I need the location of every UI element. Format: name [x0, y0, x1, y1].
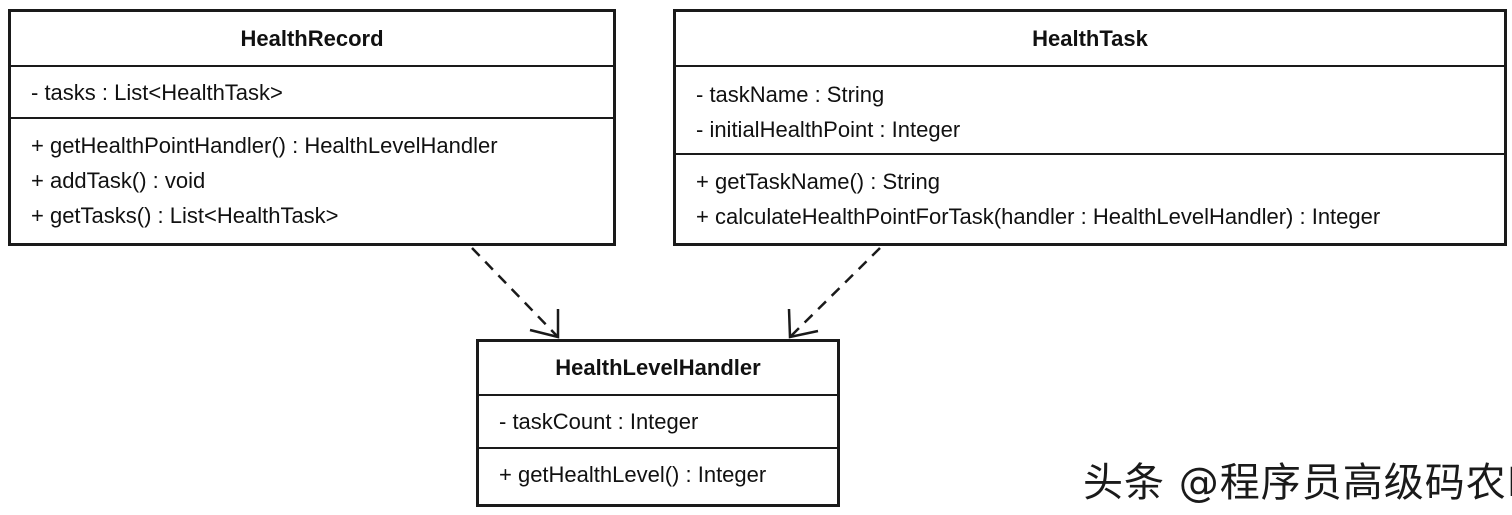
operation: + getHealthLevel() : Integer: [499, 462, 767, 487]
attribute: - initialHealthPoint : Integer: [696, 117, 961, 142]
operations-compartment: + getHealthPointHandler() : HealthLevelH…: [11, 119, 613, 233]
watermark-text: 头条 @程序员高级码农II: [1083, 460, 1512, 506]
attribute: - taskName : String: [696, 82, 885, 107]
class-name: HealthRecord: [11, 12, 613, 67]
operation: + calculateHealthPointForTask(handler : …: [696, 204, 1381, 229]
operation: + getTasks() : List<HealthTask>: [31, 203, 339, 228]
operation: + getHealthPointHandler() : HealthLevelH…: [31, 133, 498, 158]
class-healthrecord[interactable]: HealthRecord - tasks : List<HealthTask> …: [8, 9, 616, 246]
dependency-arrow-healthrecord: [471, 247, 560, 339]
class-healthtask[interactable]: HealthTask - taskName : String - initial…: [673, 9, 1507, 246]
operation: + getTaskName() : String: [696, 169, 940, 194]
attributes-compartment: - taskCount : Integer: [479, 396, 837, 449]
dependency-arrow-healthtask: [787, 247, 881, 339]
attributes-compartment: - taskName : String - initialHealthPoint…: [676, 67, 1504, 155]
attribute: - tasks : List<HealthTask>: [31, 80, 283, 105]
class-healthlevelhandler[interactable]: HealthLevelHandler - taskCount : Integer…: [476, 339, 840, 507]
attributes-compartment: - tasks : List<HealthTask>: [11, 67, 613, 119]
operations-compartment: + getHealthLevel() : Integer: [479, 449, 837, 492]
operation: + addTask() : void: [31, 168, 206, 193]
class-name: HealthLevelHandler: [479, 342, 837, 396]
class-name: HealthTask: [676, 12, 1504, 67]
operations-compartment: + getTaskName() : String + calculateHeal…: [676, 155, 1504, 234]
attribute: - taskCount : Integer: [499, 409, 699, 434]
